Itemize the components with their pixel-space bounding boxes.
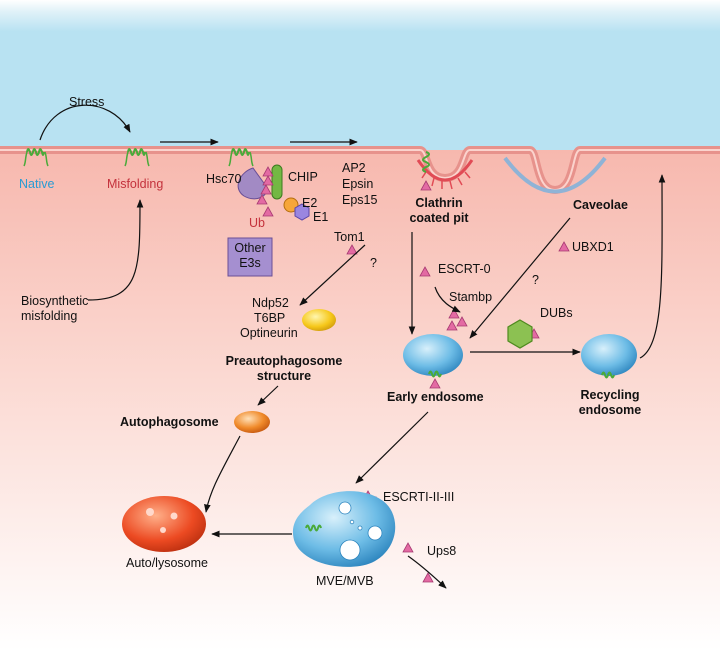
e1-label: E1 — [313, 210, 329, 224]
e1-icon — [294, 203, 310, 221]
adaptor-ap2: AP2 — [342, 161, 366, 175]
extracellular-space — [0, 0, 720, 150]
cytoplasm — [0, 150, 720, 651]
ups8-arrow — [407, 555, 447, 589]
mve-vesicles — [338, 501, 383, 561]
auto-to-lyso-arrow — [204, 435, 241, 513]
receptor-t6bp: T6BP — [254, 311, 286, 325]
ndp52-complex-icon — [302, 309, 336, 331]
autophagosome-icon — [234, 411, 270, 433]
tom1-label: Tom1 — [334, 230, 365, 244]
clathrin-coat — [416, 159, 474, 182]
stambp-label: Stambp — [449, 290, 493, 304]
autolysosome-label: Auto/lysosome — [126, 556, 208, 570]
escrt0-label: ESCRT-0 — [438, 262, 491, 276]
autolysosome-icon — [122, 496, 206, 552]
pathway-arrows — [39, 104, 666, 589]
misfolding-label: Misfolding — [107, 177, 164, 191]
receptor-ndp52: Ndp52 — [252, 296, 289, 310]
early-endosome-label: Early endosome — [387, 390, 484, 404]
stress-label: Stress — [69, 95, 105, 109]
caveolae-coat — [503, 156, 607, 194]
chip-icon — [271, 164, 283, 200]
ups8-label: Ups8 — [427, 544, 457, 558]
preauto-arrow — [257, 385, 279, 406]
recycle-up-arrow — [639, 174, 666, 359]
mve-protein-icon — [305, 524, 322, 532]
escrt0-arrow — [434, 286, 461, 313]
mve-icon — [292, 491, 396, 567]
other-e3s-box — [227, 237, 273, 277]
receptor-list: Ndp52 T6BP Optineurin — [240, 296, 298, 341]
early-endosome-icon — [403, 334, 463, 376]
dubs-icon — [507, 319, 533, 349]
hsc70-label: Hsc70 — [206, 172, 242, 186]
adaptor-eps15: Eps15 — [342, 193, 378, 207]
receptor-optineurin: Optineurin — [240, 326, 298, 340]
pit-protein-icon — [422, 151, 430, 173]
autophagosome-label: Autophagosome — [120, 415, 219, 429]
caveolae-label: Caveolae — [573, 198, 628, 212]
dubs-label: DUBs — [540, 306, 573, 320]
tom1-question: ? — [370, 256, 377, 270]
native-label: Native — [19, 177, 55, 191]
autolysosome-vesicles — [146, 508, 178, 533]
ub-label: Ub — [249, 216, 265, 230]
adaptor-list: AP2 Epsin Eps15 — [342, 160, 377, 208]
endosome-to-mve-arrow — [355, 411, 429, 484]
stress-arrow — [39, 104, 131, 141]
adaptor-epsin: Epsin — [342, 177, 374, 191]
tom1-arrow — [299, 244, 366, 306]
caveolae-question: ? — [532, 273, 539, 287]
recycling-endosome-icon — [581, 334, 637, 376]
escrt123-label: ESCRTI-II-III — [383, 490, 455, 504]
recycling-endosome-protein-icon — [601, 371, 615, 379]
biosynthetic-arrow — [87, 199, 144, 301]
ubxd1-label: UBXD1 — [572, 240, 614, 254]
mve-label: MVE/MVB — [316, 574, 374, 588]
e2-label: E2 — [302, 196, 318, 210]
early-endosome-protein-icon — [428, 370, 442, 389]
caveolae-arrow — [469, 217, 571, 339]
chip-label: CHIP — [288, 170, 318, 184]
